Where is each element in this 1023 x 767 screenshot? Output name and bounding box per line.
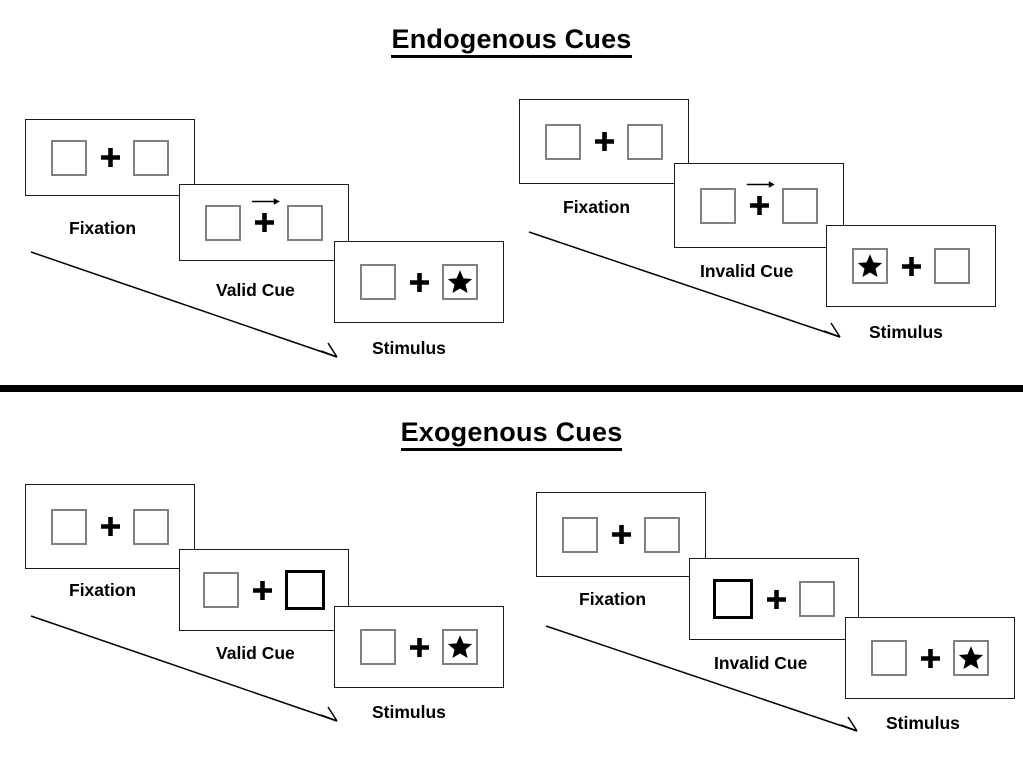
panel-endogenous-valid-stimulus [334,241,504,323]
fixation-cross-wrap [736,181,782,215]
fixation-cross-icon [100,148,120,167]
stimulus-box-right [799,581,835,617]
fixation-cross-icon [100,517,120,536]
fixation-cross-icon [920,648,940,668]
stimulus-box-left [203,572,239,608]
fixation-cross-icon [749,196,769,215]
stimulus-box-right [782,187,818,224]
arrow-right-icon [251,198,280,205]
section-title-endogenous: Endogenous Cues [0,24,1023,58]
fixation-cross-wrap [907,648,953,668]
stimulus-box-left [360,264,396,300]
section-title-exogenous-text: Exogenous Cues [400,417,623,451]
caption-exogenous-invalid-fixation: Fixation [579,589,647,609]
panel-exogenous-valid-stimulus [334,606,504,688]
stimulus-box-left [700,187,736,224]
stimulus-box-left [360,629,396,665]
time-flow-arrow [30,251,338,358]
section-title-exogenous: Exogenous Cues [0,417,1023,451]
fixation-cross-wrap [581,132,627,151]
panel-endogenous-valid-cue [179,184,349,261]
fixation-cross-icon [611,525,631,544]
fixation-cross-wrap [241,198,287,232]
stimulus-box-right [442,264,478,300]
panel-endogenous-valid-fixation [25,119,195,196]
target-star-icon [958,646,984,670]
caption-exogenous-valid-fixation: Fixation [69,580,137,600]
caption-exogenous-valid-stimulus: Stimulus [372,702,446,722]
fixation-cross-wrap [598,525,644,544]
panel-exogenous-invalid-cue [689,558,859,640]
fixation-cross-icon [252,580,272,600]
caption-endogenous-invalid-fixation: Fixation [563,197,631,217]
stimulus-box-left [545,123,581,160]
stimulus-box-right-cued [285,570,325,610]
stimulus-box-right [953,640,989,676]
caption-endogenous-valid-stimulus: Stimulus [372,338,446,358]
section-title-endogenous-text: Endogenous Cues [391,24,632,58]
stimulus-box-right [627,123,663,160]
stimulus-box-left [852,248,888,284]
fixation-cross-icon [901,256,921,276]
stimulus-box-right [644,516,680,553]
arrow-right-icon [746,181,775,188]
caption-endogenous-invalid-stimulus: Stimulus [869,322,943,342]
fixation-cross-icon [594,132,614,151]
stimulus-box-right [287,204,323,241]
panel-exogenous-invalid-fixation [536,492,706,577]
fixation-cross-icon [409,272,429,292]
fixation-cross-icon [254,213,274,232]
fixation-cross-wrap [396,272,442,292]
fixation-cross-icon [766,589,786,609]
fixation-cross-wrap [753,589,799,609]
stimulus-box-right [934,248,970,284]
caption-exogenous-valid-cue: Valid Cue [216,643,295,663]
caption-exogenous-invalid-cue: Invalid Cue [714,653,808,673]
target-star-icon [857,254,883,278]
fixation-cross-icon [409,637,429,657]
stimulus-box-left-cued [713,579,753,619]
panel-exogenous-invalid-stimulus [845,617,1015,699]
panel-endogenous-invalid-stimulus [826,225,996,307]
stimulus-box-left [871,640,907,676]
stimulus-box-left [205,204,241,241]
section-divider [0,385,1023,392]
panel-exogenous-valid-fixation [25,484,195,569]
fixation-cross-wrap [239,580,285,600]
stimulus-box-left [51,508,87,545]
fixation-cross-wrap [87,148,133,167]
fixation-cross-wrap [396,637,442,657]
panel-exogenous-valid-cue [179,549,349,631]
caption-exogenous-invalid-stimulus: Stimulus [886,713,960,733]
stimulus-box-right [442,629,478,665]
stimulus-box-right [133,508,169,545]
stimulus-box-left [51,139,87,176]
target-star-icon [447,635,473,659]
stimulus-box-right [133,139,169,176]
caption-endogenous-invalid-cue: Invalid Cue [700,261,794,281]
panel-endogenous-invalid-cue [674,163,844,248]
fixation-cross-wrap [888,256,934,276]
caption-endogenous-valid-fixation: Fixation [69,218,137,238]
panel-endogenous-invalid-fixation [519,99,689,184]
caption-endogenous-valid-cue: Valid Cue [216,280,295,300]
stimulus-box-left [562,516,598,553]
target-star-icon [447,270,473,294]
fixation-cross-wrap [87,517,133,536]
